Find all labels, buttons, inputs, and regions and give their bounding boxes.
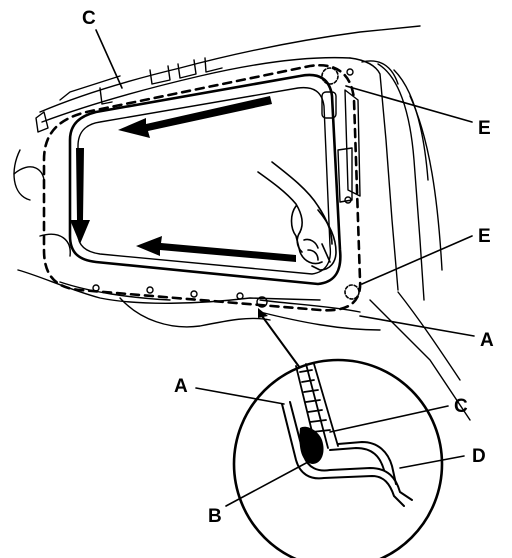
callout-a-detail: A: [174, 376, 188, 397]
callout-e-upper: E: [478, 118, 491, 139]
body-panel-outline: [13, 25, 471, 421]
leader-e-lower: [361, 235, 473, 285]
leader-d-detail: [399, 455, 465, 469]
detail-body-flange: [281, 401, 413, 507]
callout-d-detail: D: [472, 446, 486, 467]
callout-e-lower: E: [478, 226, 491, 247]
leader-lines: [95, 29, 475, 507]
arrow-down-left: [70, 148, 90, 244]
leader-c-detail: [329, 405, 449, 433]
detail-adhesive: [299, 426, 324, 464]
leader-b-detail: [225, 461, 309, 507]
molding-dashed-outline: [42, 63, 362, 312]
arrow-bottom-left: [136, 236, 296, 262]
detail-circle: [232, 358, 444, 558]
leader-a-right: [359, 315, 475, 337]
leader-c-top: [95, 29, 123, 89]
detail-magnifier: [232, 308, 444, 558]
leader-a-detail: [195, 387, 285, 405]
callout-c-top: C: [82, 8, 96, 29]
callout-a-right: A: [480, 330, 494, 351]
clip-markers: [321, 67, 360, 300]
callout-c-detail: C: [454, 396, 468, 417]
detail-pointer-line: [261, 315, 301, 369]
clip-e-lower-icon: [344, 284, 360, 300]
arrow-top-left: [118, 96, 272, 138]
hand-illustration: [257, 161, 337, 271]
leader-e-upper: [345, 85, 473, 123]
direction-arrows: [70, 96, 296, 262]
glass-frame: [68, 73, 342, 286]
detail-pointer-head: [258, 308, 268, 318]
callout-labels: C E E A A C D B: [82, 8, 494, 527]
clip-e-upper-icon: [321, 67, 339, 85]
callout-b-detail: B: [208, 506, 222, 527]
